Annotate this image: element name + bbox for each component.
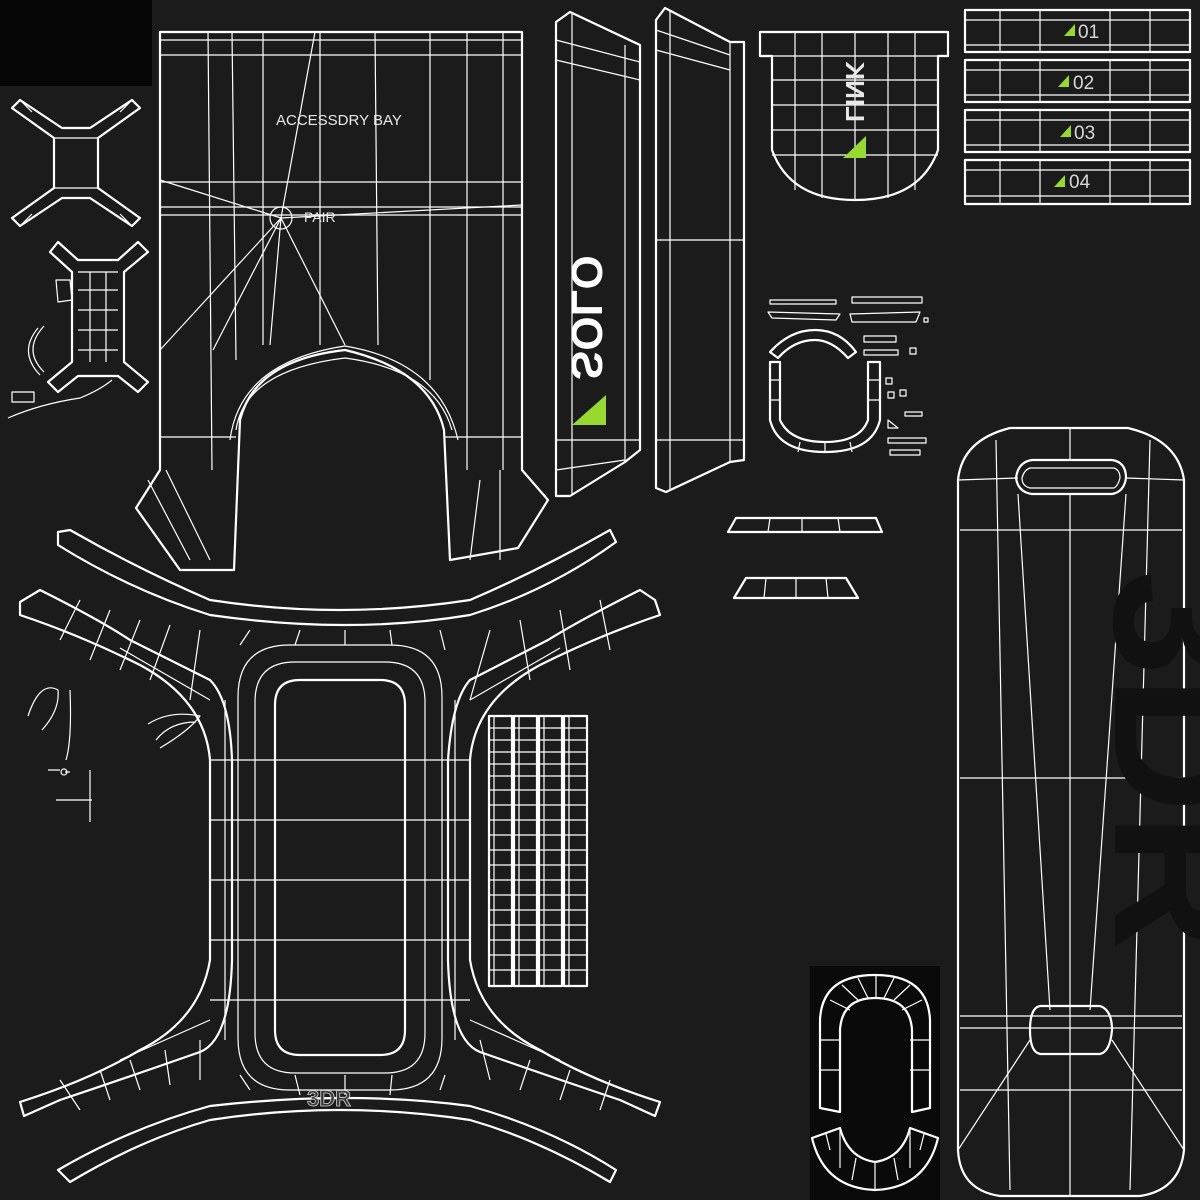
strip-01: 01: [963, 8, 1192, 54]
tall-right-panel: 3DR: [956, 426, 1200, 1198]
strip-04: 04: [963, 158, 1192, 206]
x-body-piece: 3DR: [18, 528, 662, 1184]
arch-parts: [810, 973, 940, 1192]
strip-03-label: 03: [1074, 123, 1095, 144]
accessory-bay-label: ACCESSDRY BAY: [276, 112, 402, 129]
brand-small-label: 3DR: [307, 1086, 351, 1111]
small-parts-cluster: [767, 296, 929, 456]
numbered-strips: 01 02 03 04: [963, 8, 1192, 206]
trapezoid-bars: [726, 516, 884, 600]
strip-01-label: 01: [1078, 22, 1099, 43]
pair-label: PAIR: [304, 209, 336, 225]
strip-04-label: 04: [1069, 172, 1091, 193]
link-label: LINK: [840, 61, 870, 122]
black-corner-block: [0, 0, 152, 86]
side-strip: [654, 6, 746, 494]
bar-columns: [487, 714, 589, 988]
strip-02-label: 02: [1073, 73, 1094, 94]
left-small-parts: [7, 98, 201, 822]
link-accent-triangle: [843, 136, 866, 158]
strip-03: 03: [963, 108, 1192, 154]
solo-logo-text: SOLO: [562, 255, 611, 380]
brand-large-label: 3DR: [1074, 570, 1200, 950]
accessory-bay-piece: ACCESSDRY BAY PAIR: [134, 30, 550, 572]
link-tab: LINK: [758, 30, 950, 202]
solo-strip: SOLO: [554, 10, 642, 498]
solo-accent-triangle: [572, 395, 606, 425]
strip-02: 02: [963, 58, 1192, 104]
